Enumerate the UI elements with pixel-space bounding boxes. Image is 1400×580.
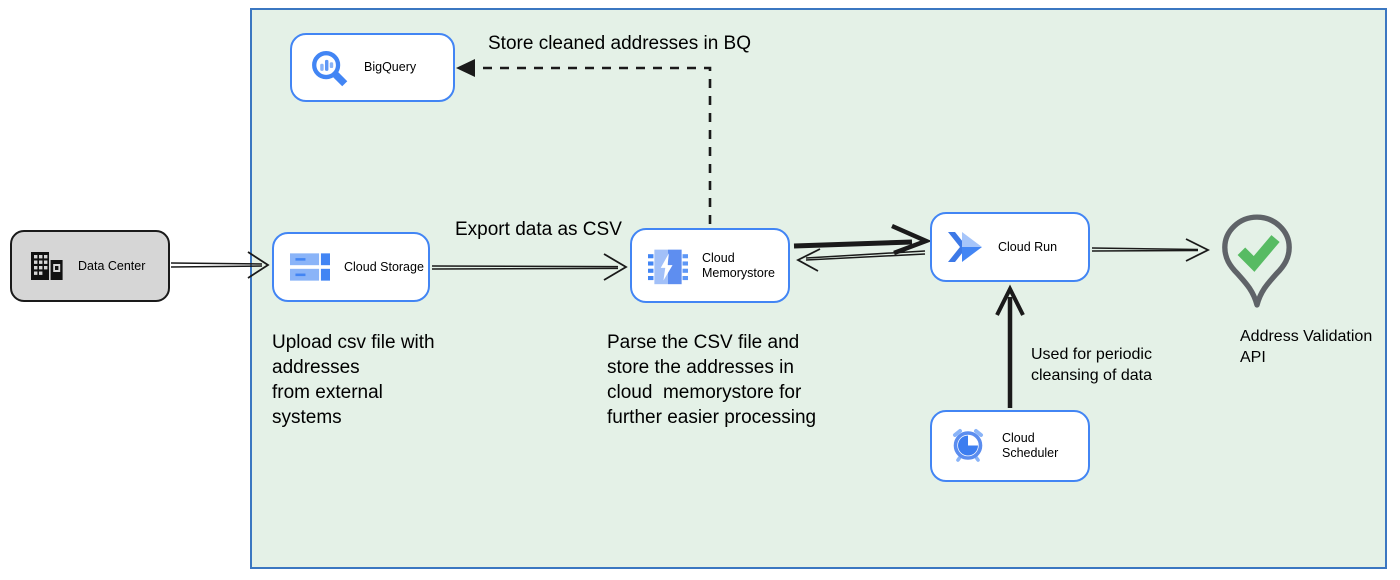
pin-outline <box>1222 214 1292 308</box>
node-label-data-center: Data Center <box>78 258 146 273</box>
edge-label-store-bq: Store cleaned addresses in BQ <box>488 33 751 54</box>
check-icon <box>1237 235 1280 272</box>
node-label-bigquery: BigQuery <box>364 60 417 74</box>
cloud-storage-icon <box>290 253 330 281</box>
node-data-center[interactable]: Data Center <box>10 230 170 302</box>
note-upload-csv: Upload csv file with addresses from exte… <box>272 332 435 428</box>
node-label-cloud-storage: Cloud Storage <box>344 259 424 274</box>
address-validation-pin-icon <box>1222 214 1292 308</box>
cloud-scheduler-icon <box>948 426 988 466</box>
node-bigquery[interactable]: BigQuery <box>290 33 455 102</box>
node-cloud-memorystore[interactable]: Cloud Memorystore <box>630 228 790 303</box>
cloud-memorystore-icon <box>648 246 688 286</box>
note-parse-csv: Parse the CSV file and store the address… <box>607 332 817 428</box>
node-label-cloud-scheduler: Cloud Scheduler <box>1002 431 1059 460</box>
data-center-icon <box>28 250 64 282</box>
node-cloud-scheduler[interactable]: Cloud Scheduler <box>930 410 1090 482</box>
node-label-cloud-run: Cloud Run <box>998 239 1058 254</box>
node-cloud-storage[interactable]: Cloud Storage <box>272 232 430 302</box>
edge-label-export-csv: Export data as CSV <box>455 219 622 240</box>
cloud-run-icon <box>948 232 984 262</box>
edge-label-periodic-cleansing: Used for periodic cleansing of data <box>1031 346 1152 384</box>
label-address-validation-api: Address Validation API <box>1240 328 1373 366</box>
node-label-cloud-memorystore: Cloud Memorystore <box>702 250 775 280</box>
bigquery-icon <box>308 47 350 89</box>
node-cloud-run[interactable]: Cloud Run <box>930 212 1090 282</box>
